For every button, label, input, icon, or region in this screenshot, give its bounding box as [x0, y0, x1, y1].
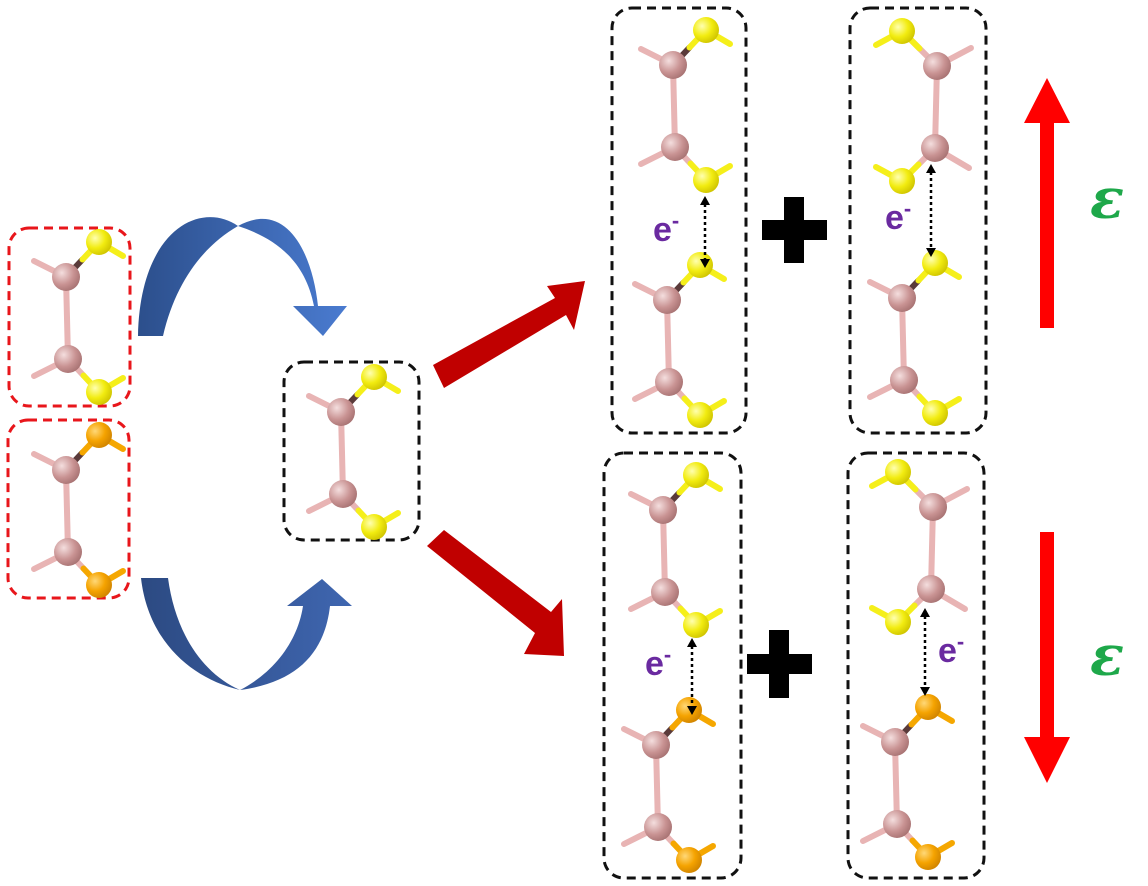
boron-atom [649, 496, 677, 524]
boron-atom [642, 731, 670, 759]
electron-label-bottom-right: e- [938, 629, 964, 670]
boron-atom [888, 284, 916, 312]
boron-atom [655, 368, 683, 396]
sulfur-atom [915, 694, 941, 720]
boron-atom [881, 728, 909, 756]
sulfur-atom [683, 612, 709, 638]
boron-atom [921, 134, 949, 162]
sulfur-atom [361, 364, 387, 390]
arrowhead-down [700, 259, 710, 268]
panel-box-bottom-left [602, 451, 743, 880]
plus-sign-bottom [747, 630, 812, 698]
red-arrow-down-right [427, 530, 564, 656]
sulfur-atom [922, 250, 948, 276]
molecule-left-yellow [31, 229, 126, 405]
sulfur-atom [86, 379, 112, 405]
boron-atom [883, 810, 911, 838]
field-arrow-up [1024, 78, 1070, 328]
boron-atom [54, 538, 82, 566]
molecule-panel-tl-lower [632, 252, 727, 428]
arrowhead-up [700, 196, 710, 205]
sulfur-atom [361, 514, 387, 540]
boron-atom [644, 813, 672, 841]
electron-transfer-arrows [687, 164, 936, 715]
boxes [6, 6, 988, 880]
center-black-box [282, 360, 421, 542]
boron-atom [923, 52, 951, 80]
blue-curved-arrows [138, 217, 352, 690]
blue-arrow-top-curve [138, 217, 347, 336]
molecule-panel-br-upper [869, 459, 970, 635]
sulfur-atom [922, 400, 948, 426]
molecules [31, 17, 974, 873]
arrowhead-down [926, 248, 936, 257]
sulfur-atom [86, 229, 112, 255]
sulfur-atom [693, 167, 719, 193]
boron-atom [329, 480, 357, 508]
molecule-center [306, 364, 401, 540]
molecule-panel-bl-upper [628, 462, 723, 638]
field-labels: ε ε [1090, 166, 1124, 689]
molecule-left-orange [31, 422, 126, 598]
field-label-top: ε [1090, 166, 1124, 232]
arrowhead-down [920, 687, 930, 696]
molecule-panel-tl-upper [638, 17, 733, 193]
panel-box-bottom-right [846, 451, 986, 880]
field-arrow-down [1024, 532, 1070, 783]
electron-label-top-right: e- [885, 196, 911, 237]
sulfur-atom [676, 847, 702, 873]
arrowhead-up [926, 164, 936, 173]
electron-transfer-bottom-left [687, 638, 697, 715]
boron-atom [54, 345, 82, 373]
field-label-bottom: ε [1090, 623, 1124, 689]
arrowhead-down [687, 706, 697, 715]
electron-transfer-top-left [700, 196, 710, 268]
boron-atom [327, 398, 355, 426]
electron-label-bottom-left: e- [645, 642, 671, 683]
sulfur-atom [885, 459, 911, 485]
sulfur-atom [676, 697, 702, 723]
sulfur-atom [889, 18, 915, 44]
blue-arrow-bottom-curve [141, 578, 352, 690]
red-arrow-up-right [433, 281, 585, 388]
boron-atom [917, 575, 945, 603]
sulfur-atom [86, 422, 112, 448]
boron-atom [653, 286, 681, 314]
molecule-panel-bl-lower [621, 697, 716, 873]
electron-transfer-bottom-right [920, 608, 930, 696]
boron-atom [890, 366, 918, 394]
boron-atom [661, 133, 689, 161]
arrowhead-up [687, 638, 697, 647]
plus-sign-top [762, 197, 827, 263]
boron-atom [52, 263, 80, 291]
molecule-panel-br-lower [860, 694, 955, 870]
electron-transfer-top-right [926, 164, 936, 257]
electron-label-top-left: e- [653, 208, 679, 249]
sulfur-atom [693, 17, 719, 43]
plus-signs [747, 197, 827, 698]
left-red-box-orange [6, 418, 131, 600]
boron-atom [52, 456, 80, 484]
sulfur-atom [687, 252, 713, 278]
arrowhead-up [920, 608, 930, 617]
sulfur-atom [687, 402, 713, 428]
boron-atom [659, 51, 687, 79]
molecule-panel-tr-upper [873, 18, 974, 194]
panel-box-top-right [848, 6, 988, 435]
sulfur-atom [86, 572, 112, 598]
sulfur-atom [885, 609, 911, 635]
panel-box-top-left [610, 6, 748, 435]
molecule-panel-tr-lower [867, 250, 962, 426]
boron-atom [651, 578, 679, 606]
field-arrows [1024, 78, 1070, 783]
electron-labels: e- e- e- e- [645, 196, 964, 683]
sulfur-atom [915, 844, 941, 870]
left-red-box-yellow [7, 226, 132, 408]
sulfur-atom [889, 168, 915, 194]
red-diagonal-arrows [427, 281, 585, 656]
sulfur-atom [683, 462, 709, 488]
boron-atom [919, 493, 947, 521]
